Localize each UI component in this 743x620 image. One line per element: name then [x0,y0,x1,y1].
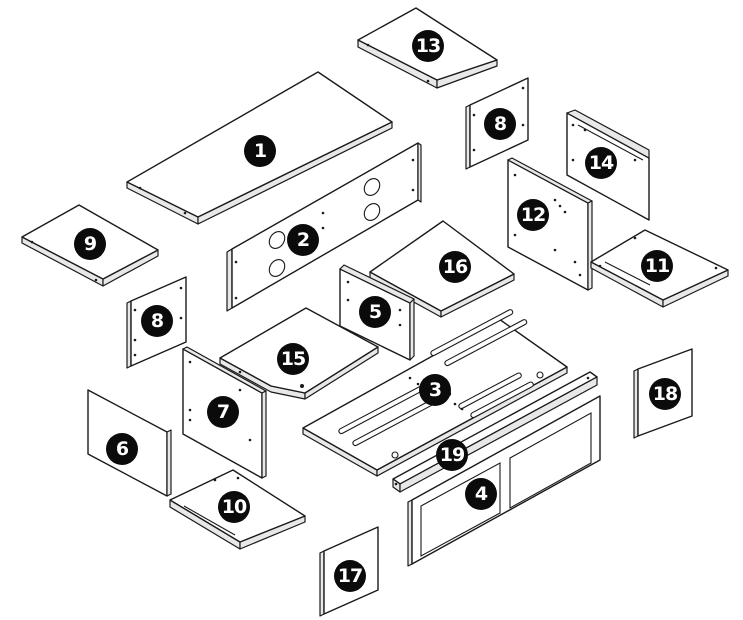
badge-part-15: 15 [277,343,309,375]
badge-part-8-left: 8 [141,305,173,337]
badge-part-10: 10 [218,491,250,523]
badge-part-17-label: 17 [338,565,362,587]
badge-part-16-label: 16 [443,256,468,278]
badge-part-12: 12 [517,199,549,231]
part-14-panel: 14 [566,109,650,221]
badge-part-13-label: 13 [416,35,440,57]
badge-part-7: 7 [207,396,239,428]
part-18-panel: 18 [633,348,693,439]
badge-part-6-label: 6 [116,438,129,460]
part-10-board: 10 [169,469,306,550]
part-7-panel: 7 [182,346,267,479]
badge-part-18-label: 18 [653,383,678,405]
part-19-rail: 19 [392,371,598,493]
badge-part-16: 16 [439,251,471,283]
part-1-board: 1 [126,71,393,225]
part-2-back-panel: 2 [226,142,422,312]
badge-part-13: 13 [412,30,444,62]
badge-part-17: 17 [334,560,366,592]
badge-part-4: 4 [465,478,497,510]
part-12-panel: 12 [507,157,593,291]
badge-part-19-label: 19 [440,444,464,466]
badge-part-1-label: 1 [254,140,266,162]
part-11-board: 11 [590,229,729,308]
part-8-right-side: 8 [465,77,529,170]
badge-part-12-label: 12 [521,204,545,226]
badge-part-7-label: 7 [217,401,229,423]
badge-part-8-right-label: 8 [494,113,507,135]
badge-part-14: 14 [585,147,617,179]
badge-part-2-label: 2 [297,229,309,251]
badge-part-3: 3 [419,374,451,406]
badge-part-11-label: 11 [645,255,669,277]
badge-part-9: 9 [74,228,106,260]
badge-part-6: 6 [106,433,138,465]
part-5-panel: 5 [339,264,415,361]
badge-part-14-label: 14 [589,152,614,174]
badge-part-3-label: 3 [429,379,441,401]
badge-part-2: 2 [287,224,319,256]
part-17-panel: 17 [319,526,379,617]
badge-part-8-left-label: 8 [151,310,164,332]
badge-part-1: 1 [244,135,276,167]
badge-part-15-label: 15 [281,348,305,370]
badge-part-11: 11 [641,250,673,282]
part-6-panel: 6 [87,389,172,497]
badge-part-9-label: 9 [84,233,96,255]
badge-part-4-label: 4 [475,483,488,505]
part-8-left-side: 8 [126,276,187,369]
part-3-bottom-board: 3 [302,309,568,477]
badge-part-5-label: 5 [369,301,381,323]
part-15-board: 15 [219,307,379,400]
part-13-board: 13 [357,7,498,89]
badge-part-19: 19 [436,439,468,471]
badge-part-18: 18 [649,378,681,410]
badge-part-5: 5 [359,296,391,328]
part-9-board: 9 [21,204,159,287]
badge-part-10-label: 10 [222,496,247,518]
badge-part-8-right: 8 [484,108,516,140]
part-4-door-frame: 4 [407,395,601,567]
